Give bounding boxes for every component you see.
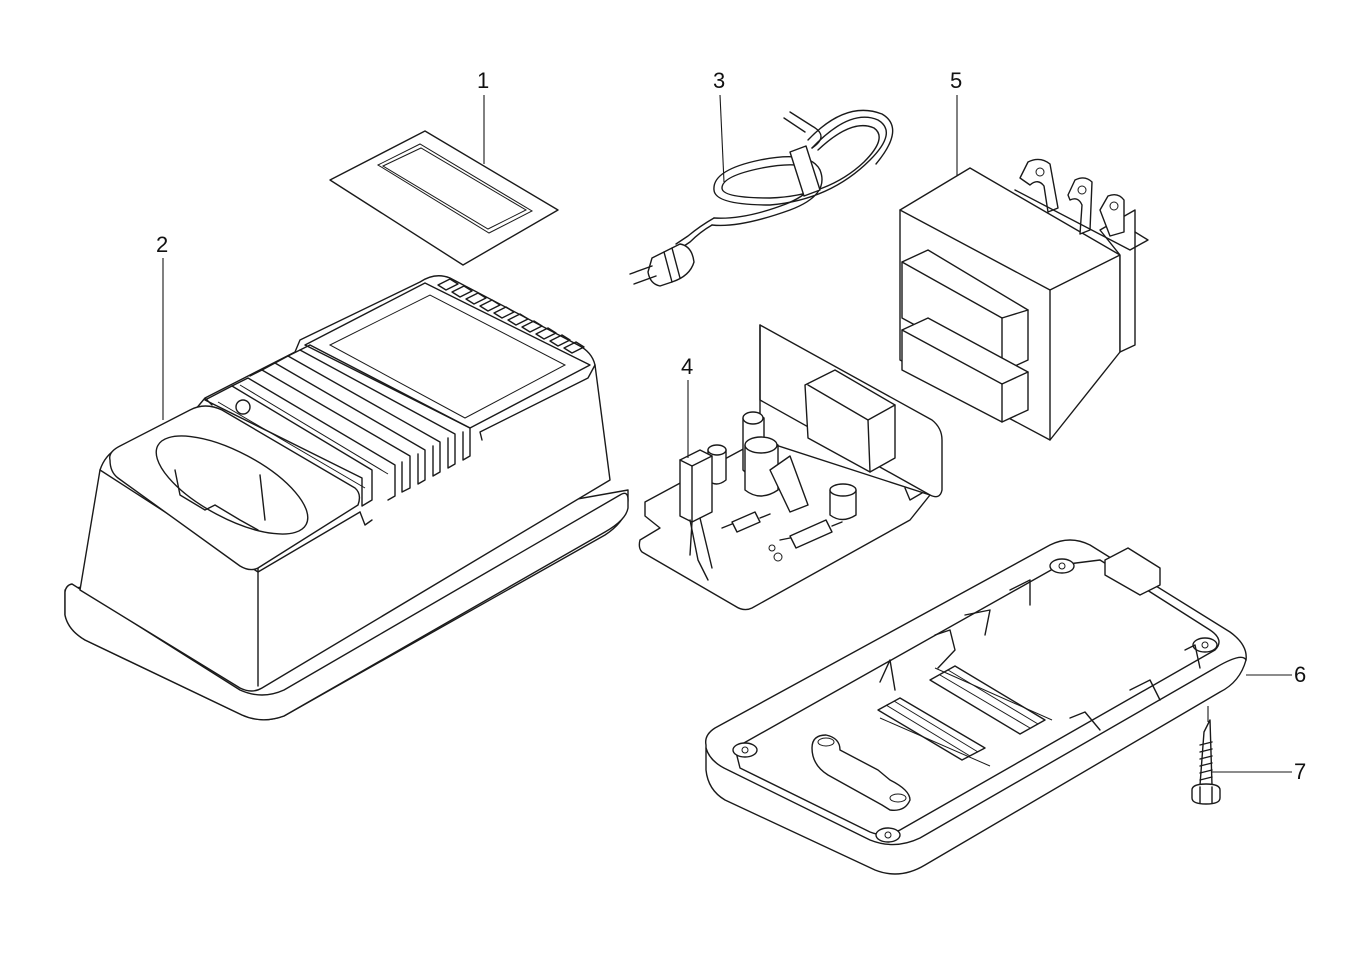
callout-7: 7 [1294, 759, 1306, 784]
cooling-fins [204, 344, 471, 507]
callout-2: 2 [156, 232, 168, 257]
vent-slots [437, 278, 585, 354]
callout-5: 5 [950, 68, 962, 93]
tapping-screw-part [1191, 719, 1221, 805]
callout-1: 1 [477, 68, 489, 93]
leader-lines [162, 94, 1292, 773]
screw-bosses [732, 558, 1218, 843]
base-vent-slots [877, 665, 1053, 767]
callout-labels: 1 2 3 4 5 6 7 [156, 68, 1306, 784]
circuit-board-part [638, 324, 943, 611]
power-cord-part [629, 109, 894, 287]
callout-4: 4 [681, 354, 693, 379]
charger-base-part [705, 539, 1247, 875]
label-plate-part [329, 130, 559, 266]
callout-3: 3 [713, 68, 725, 93]
callout-6: 6 [1294, 662, 1306, 687]
charger-housing-part [64, 275, 629, 721]
transformer-part [899, 158, 1149, 441]
